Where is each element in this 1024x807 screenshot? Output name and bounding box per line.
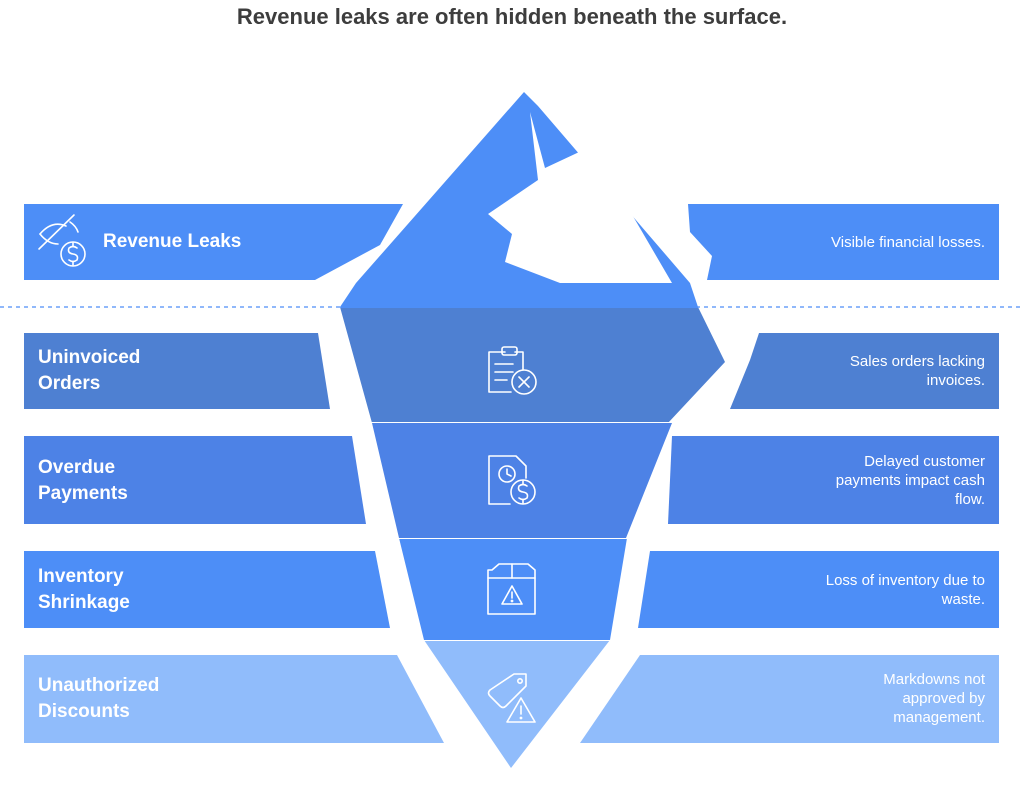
desc-inventory-line2: waste.: [941, 591, 985, 608]
band-right-inventory: [638, 551, 999, 628]
desc-overdue-line3: flow.: [954, 491, 985, 508]
band-left-overdue: [24, 436, 366, 524]
desc-inventory-shrinkage: Loss of inventory due to waste.: [826, 571, 985, 609]
label-inventory-line2: Shrinkage: [38, 592, 130, 613]
label-unauthorized-discounts: Unauthorized Discounts: [38, 673, 159, 725]
hidden-dollar-icon: [38, 214, 86, 267]
label-inventory-line1: Inventory: [38, 566, 124, 587]
band-right-unauthorized: [580, 655, 999, 743]
band-left-inventory: [24, 551, 390, 628]
label-revenue-leaks: Revenue Leaks: [103, 231, 242, 252]
label-inventory-shrinkage: Inventory Shrinkage: [38, 564, 130, 616]
box-warning-icon: [487, 563, 536, 615]
label-unauthorized-line1: Unauthorized: [38, 675, 160, 696]
band-left-uninvoiced: [24, 333, 330, 409]
label-overdue-payments: Overdue Payments: [38, 455, 128, 507]
label-overdue-line2: Payments: [38, 483, 128, 504]
desc-uninvoiced-orders: Sales orders lacking invoices.: [850, 352, 985, 390]
diagram-title: Revenue leaks are often hidden beneath t…: [236, 4, 788, 29]
label-uninvoiced-line2: Orders: [38, 373, 101, 394]
tag-warning-icon: [487, 673, 536, 723]
desc-inventory-line1: Loss of inventory due to: [825, 572, 985, 589]
document-clock-dollar-icon: [488, 455, 536, 505]
label-overdue-line1: Overdue: [38, 457, 116, 478]
desc-uninvoiced-line1: Sales orders lacking: [849, 353, 985, 370]
band-left-unauthorized: [24, 655, 444, 743]
band-right-revenue-leaks: [688, 204, 999, 280]
desc-uninvoiced-line2: invoices.: [926, 372, 985, 389]
iceberg-level-1: [340, 308, 725, 422]
label-uninvoiced-line1: Uninvoiced: [38, 347, 141, 368]
desc-unauthorized-line3: management.: [893, 709, 985, 726]
desc-revenue-leaks: Visible financial losses.: [831, 234, 985, 251]
desc-overdue-payments: Delayed customer payments impact cash fl…: [836, 452, 985, 509]
desc-unauthorized-line1: Markdowns not: [883, 671, 985, 688]
desc-unauthorized-line2: approved by: [902, 690, 985, 707]
band-left-revenue-leaks: [24, 204, 403, 280]
desc-overdue-line1: Delayed customer: [864, 453, 985, 470]
desc-unauthorized-discounts: Markdowns not approved by management.: [883, 670, 985, 727]
iceberg-snow: [488, 112, 672, 283]
clipboard-x-icon: [488, 346, 537, 395]
band-right-overdue: [668, 436, 999, 524]
label-unauthorized-line2: Discounts: [38, 701, 130, 722]
label-uninvoiced-orders: Uninvoiced Orders: [38, 345, 140, 397]
desc-overdue-line2: payments impact cash: [835, 472, 985, 489]
band-right-uninvoiced: [730, 333, 999, 409]
